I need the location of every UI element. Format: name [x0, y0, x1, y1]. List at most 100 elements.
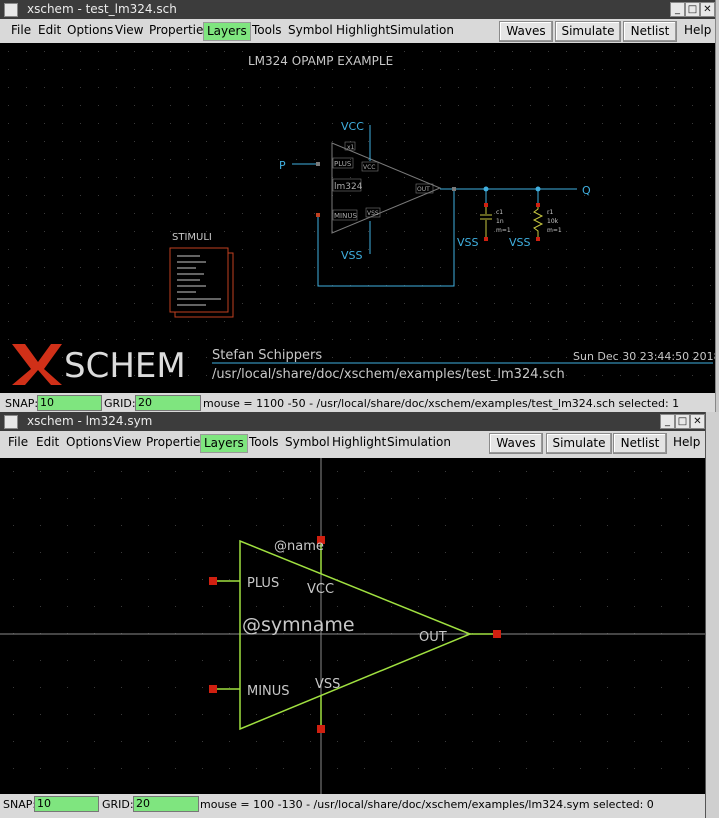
- stimuli-file-icon[interactable]: [169, 247, 234, 318]
- plus-label: PLUS: [247, 576, 279, 591]
- waves-button[interactable]: Waves: [499, 21, 553, 42]
- res-value: 10k: [547, 218, 559, 225]
- window-title: xschem - lm324.sym: [27, 414, 153, 428]
- simulate-button[interactable]: Simulate: [546, 433, 612, 454]
- pin-vcc[interactable]: [317, 536, 325, 544]
- pin-minus[interactable]: [209, 685, 217, 693]
- simulate-button[interactable]: Simulate: [555, 21, 621, 42]
- menu-file[interactable]: File: [11, 23, 32, 37]
- menu-edit[interactable]: Edit: [36, 435, 60, 449]
- cap-mult: m=1: [496, 227, 511, 234]
- menu-simulation[interactable]: Simulation: [387, 435, 451, 449]
- title-bar[interactable]: xschem - lm324.sym _ □ ✕: [0, 412, 705, 431]
- menu-edit[interactable]: Edit: [38, 23, 62, 37]
- res-name: r1: [547, 209, 553, 216]
- menu-layers[interactable]: Layers: [203, 22, 251, 41]
- menu-tools[interactable]: Tools: [252, 23, 282, 37]
- grid-label: GRID:: [104, 397, 136, 410]
- res-mult: m=1: [547, 227, 562, 234]
- opamp-body[interactable]: [239, 539, 472, 731]
- symbol-drawing: @name PLUS VCC @symname OUT MINUS VSS: [0, 458, 705, 794]
- status-info: mouse = 100 -130 - /usr/local/share/doc/…: [200, 798, 654, 811]
- menu-symbol[interactable]: Symbol: [288, 23, 333, 37]
- app-icon: [4, 415, 18, 429]
- menu-options[interactable]: Options: [66, 435, 113, 449]
- status-bar: SNAP: 10 GRID: 20 mouse = 1100 -50 - /us…: [0, 393, 715, 412]
- close-icon[interactable]: ✕: [700, 2, 715, 17]
- menu-layers[interactable]: Layers: [200, 434, 248, 453]
- vcc-label: VCC: [341, 120, 364, 133]
- menu-bar: File Edit Options View Properties Layers…: [0, 431, 705, 455]
- snap-label: SNAP:: [3, 798, 37, 811]
- wires: [212, 125, 713, 364]
- maximize-icon[interactable]: □: [685, 2, 700, 17]
- opamp-type-label: lm324: [334, 182, 363, 192]
- schematic-canvas[interactable]: LM324 OPAMP EXAMPLE x1 PLUS lm324 MINUS …: [0, 43, 715, 393]
- opamp-symbol[interactable]: [331, 142, 442, 234]
- menu-highlight[interactable]: Highlight: [336, 23, 391, 37]
- netlist-button[interactable]: Netlist: [613, 433, 667, 454]
- capacitor-c1[interactable]: c1 1n m=1: [480, 203, 511, 241]
- title-bar[interactable]: xschem - test_lm324.sch _ □ ✕: [0, 0, 715, 19]
- window-title: xschem - test_lm324.sch: [27, 2, 177, 16]
- pin-out[interactable]: [493, 630, 501, 638]
- menu-highlight[interactable]: Highlight: [332, 435, 387, 449]
- vss-label: VSS: [315, 677, 340, 692]
- schematic-drawing: LM324 OPAMP EXAMPLE x1 PLUS lm324 MINUS …: [0, 43, 715, 393]
- pin-vss[interactable]: [317, 725, 325, 733]
- grid-input[interactable]: 20: [135, 395, 201, 411]
- netlist-button[interactable]: Netlist: [623, 21, 677, 42]
- close-icon[interactable]: ✕: [690, 414, 705, 429]
- snap-input[interactable]: 10: [34, 796, 99, 812]
- schematic-header: LM324 OPAMP EXAMPLE: [248, 54, 393, 68]
- minus-label: MINUS: [247, 684, 290, 699]
- grid-label: GRID:: [102, 798, 134, 811]
- help-button[interactable]: Help: [673, 435, 701, 449]
- symbol-canvas[interactable]: @name PLUS VCC @symname OUT MINUS VSS: [0, 458, 705, 794]
- opamp-pin-vcc: VCC: [363, 164, 375, 171]
- date-text: Sun Dec 30 23:44:50 2018: [573, 350, 715, 363]
- minimize-icon[interactable]: _: [670, 2, 685, 17]
- schematic-window: xschem - test_lm324.sch _ □ ✕ File Edit …: [0, 0, 716, 412]
- menu-view[interactable]: View: [113, 435, 142, 449]
- menu-view[interactable]: View: [115, 23, 144, 37]
- opamp-pin-out: OUT: [417, 186, 430, 193]
- status-info: mouse = 1100 -50 - /usr/local/share/doc/…: [203, 397, 680, 412]
- menu-options[interactable]: Options: [67, 23, 114, 37]
- xschem-logo: SCHEM: [12, 344, 186, 386]
- cap-gnd-label: VSS: [457, 236, 479, 249]
- res-gnd-label: VSS: [509, 236, 531, 249]
- app-icon: [4, 3, 18, 17]
- resistor-r1[interactable]: r1 10k m=1: [532, 203, 562, 241]
- vcc-label: VCC: [307, 582, 334, 597]
- menu-file[interactable]: File: [8, 435, 29, 449]
- menu-properties[interactable]: Properties: [146, 435, 207, 449]
- opamp-pin-plus: PLUS: [334, 160, 352, 168]
- menu-properties[interactable]: Properties: [149, 23, 210, 37]
- symbol-window: xschem - lm324.sym _ □ ✕ File Edit Optio…: [0, 412, 706, 818]
- maximize-icon[interactable]: □: [675, 414, 690, 429]
- minimize-icon[interactable]: _: [660, 414, 675, 429]
- waves-button[interactable]: Waves: [489, 433, 543, 454]
- grid-input[interactable]: 20: [133, 796, 199, 812]
- menu-symbol[interactable]: Symbol: [285, 435, 330, 449]
- help-button[interactable]: Help: [684, 23, 712, 37]
- symname-attribute: @symname: [242, 614, 355, 636]
- logo-text: SCHEM: [64, 346, 186, 386]
- cap-name: c1: [496, 209, 503, 216]
- out-label: OUT: [419, 630, 447, 645]
- opamp-pin-vss: VSS: [367, 210, 379, 217]
- opamp-pin-minus: MINUS: [334, 212, 357, 220]
- p-label: P: [279, 159, 286, 172]
- pin-plus[interactable]: [209, 577, 217, 585]
- snap-input[interactable]: 10: [37, 395, 102, 411]
- menu-tools[interactable]: Tools: [249, 435, 279, 449]
- stimuli-label: STIMULI: [172, 232, 212, 243]
- status-bar: SNAP: 10 GRID: 20 mouse = 100 -130 - /us…: [0, 794, 705, 814]
- opamp-instance-name: x1: [347, 144, 355, 151]
- name-attribute: @name: [274, 539, 324, 554]
- menu-simulation[interactable]: Simulation: [390, 23, 454, 37]
- path-text: /usr/local/share/doc/xschem/examples/tes…: [212, 367, 565, 382]
- q-label: Q: [582, 184, 591, 197]
- snap-label: SNAP:: [5, 397, 39, 410]
